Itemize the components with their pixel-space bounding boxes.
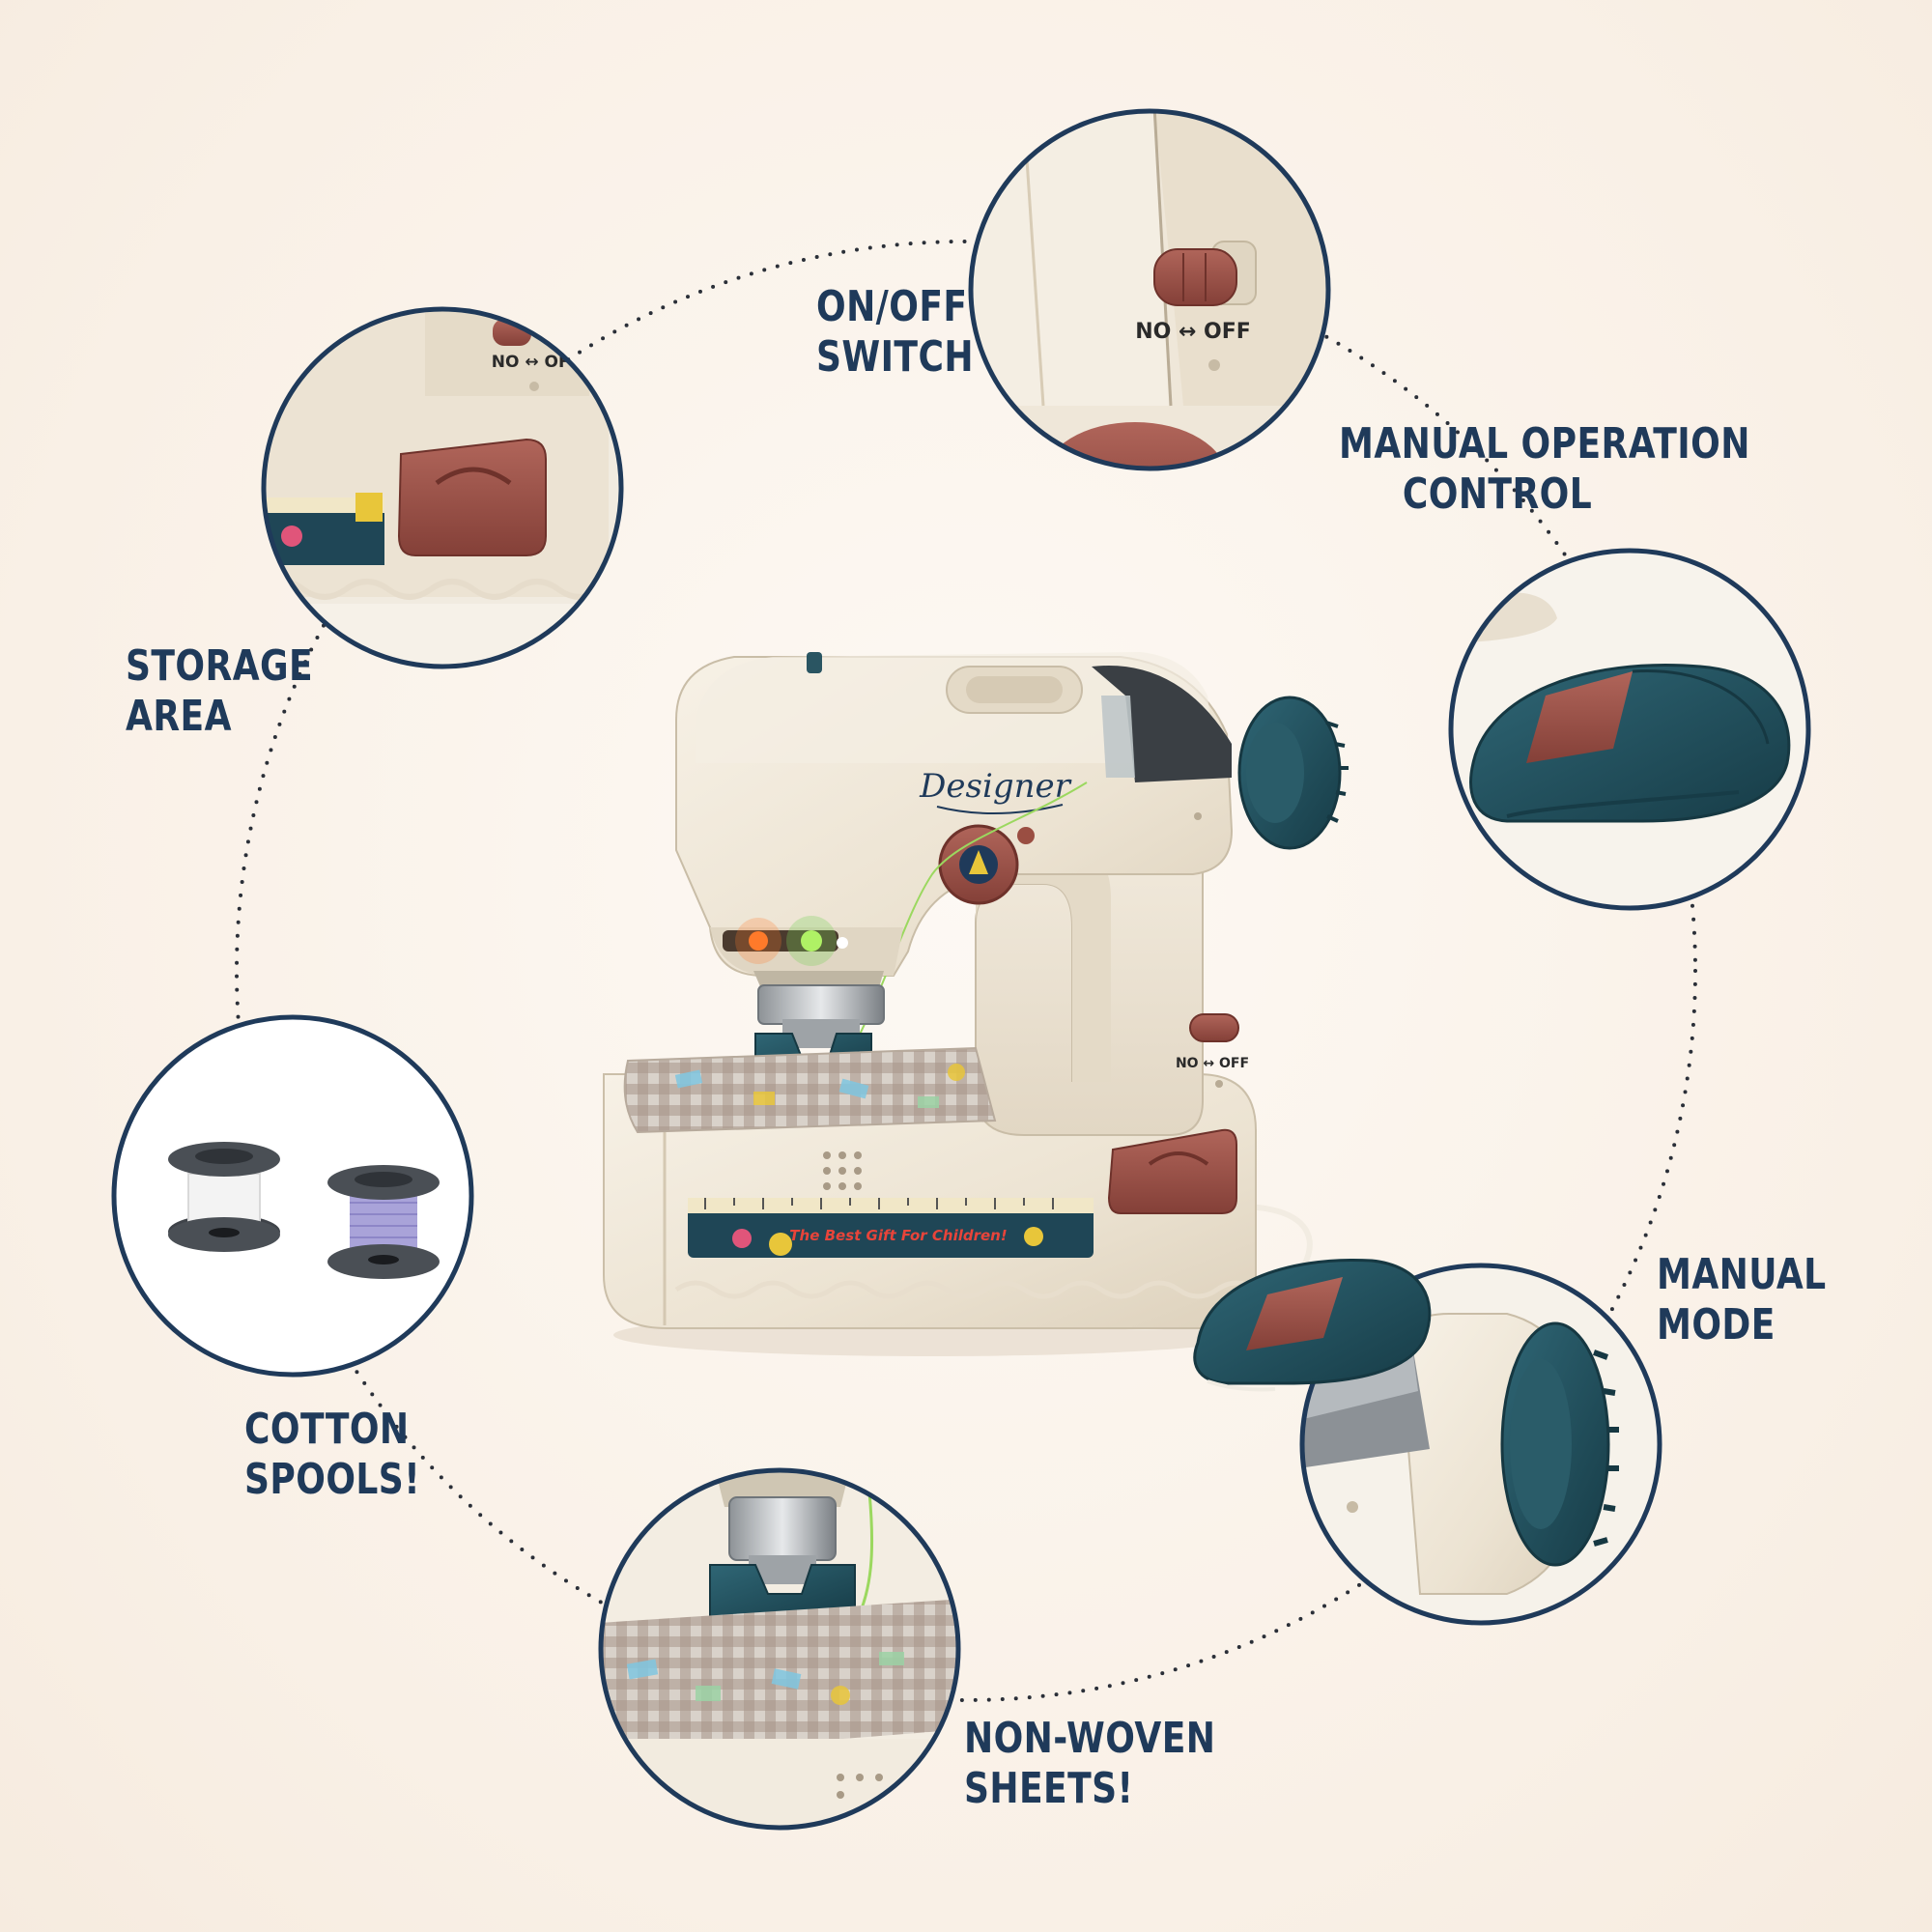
label-non-woven-sheets-line2: SHEETS! <box>964 1764 1134 1813</box>
label-storage-area-line2: AREA <box>126 692 232 741</box>
label-manual-mode-line1: MANUAL <box>1657 1250 1827 1299</box>
label-manual-operation-control: MANUAL OPERATION CONTROL <box>1339 419 1750 520</box>
label-cotton-spools: COTTON SPOOLS! <box>244 1405 420 1505</box>
label-manual-mode-line2: MODE <box>1657 1300 1776 1350</box>
label-manual-mode: MANUAL MODE <box>1657 1250 1827 1350</box>
non-woven-sheets-circle <box>598 1467 961 1831</box>
sewing-machine-illustration: The Best Gift For Children! <box>603 652 1349 1356</box>
foot-pedal-icon <box>1193 1258 1432 1392</box>
cotton-spools-circle <box>111 1014 474 1378</box>
label-storage-area-line1: STORAGE <box>126 641 314 691</box>
zoom-switch-marking: NO ↔ OFF <box>1135 320 1251 344</box>
label-on-off-switch-line2: SWITCH <box>816 332 974 382</box>
machine-switch-marking: NO ↔ OFF <box>1176 1056 1249 1071</box>
tape-slogan: The Best Gift For Children! <box>789 1227 1007 1244</box>
dotted-ring <box>235 240 1697 1702</box>
label-on-off-switch: ON/OFF SWITCH <box>816 282 974 383</box>
label-manual-operation-control-line2: CONTROL <box>1402 469 1593 519</box>
label-non-woven-sheets-line1: NON-WOVEN <box>964 1714 1216 1763</box>
label-storage-area: STORAGE AREA <box>126 641 313 742</box>
label-on-off-switch-line1: ON/OFF <box>816 282 968 331</box>
manual-operation-control-circle <box>1448 548 1811 911</box>
label-cotton-spools-line2: SPOOLS! <box>244 1455 421 1504</box>
manual-mode-circle <box>1193 1258 1662 1626</box>
label-non-woven-sheets: NON-WOVEN SHEETS! <box>964 1714 1215 1814</box>
label-manual-operation-control-line1: MANUAL OPERATION <box>1339 419 1750 469</box>
storage-area-circle: NO ↔ OFF <box>261 306 624 669</box>
purple-spool-icon <box>327 1165 440 1279</box>
white-spool-icon <box>168 1142 280 1252</box>
on-off-switch-circle: NO ↔ OFF <box>968 108 1331 471</box>
label-cotton-spools-line1: COTTON <box>244 1405 410 1454</box>
brand-script: Designer <box>919 767 1071 806</box>
storage-switch-marking: NO ↔ OFF <box>492 353 581 372</box>
